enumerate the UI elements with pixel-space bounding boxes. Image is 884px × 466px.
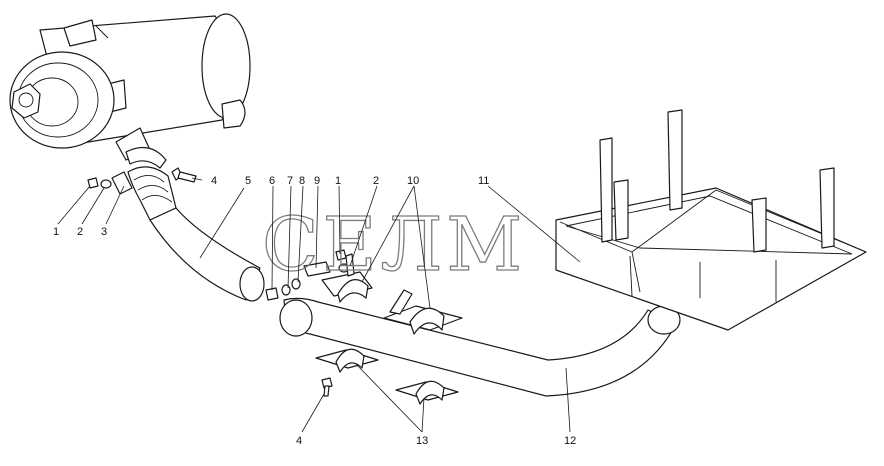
callout-4-bottom: 4 (296, 435, 302, 447)
callout-6: 6 (269, 175, 275, 187)
callout-9: 9 (314, 175, 320, 187)
bracket-13-right (395, 380, 459, 405)
callout-11: 11 (478, 175, 489, 187)
callout-8: 8 (299, 175, 305, 187)
clamp-3 (111, 146, 167, 195)
callout-10: 10 (407, 175, 419, 187)
callouts: 1 2 3 4 5 6 7 8 9 1 2 10 11 12 13 4 (53, 175, 576, 447)
callout-1-mid: 1 (335, 175, 341, 187)
callout-5: 5 (245, 175, 251, 187)
callout-1-left: 1 (53, 226, 59, 238)
heat-shield-11 (555, 109, 867, 331)
bolt-4-top (171, 167, 197, 183)
leader-lines (57, 177, 581, 433)
nut-6 (265, 287, 279, 301)
callout-12: 12 (564, 435, 576, 447)
callout-4-top: 4 (211, 175, 217, 187)
callout-3: 3 (101, 226, 107, 238)
exhaust-pipe-12 (279, 297, 681, 397)
muffler-end-cap (9, 51, 115, 149)
watermark: СЕЛМ (262, 202, 526, 288)
washer-2-top (100, 179, 112, 189)
bracket-9 (303, 261, 331, 277)
flex-hose-5 (127, 166, 265, 302)
bracket-13-left (315, 348, 379, 373)
callout-2-left: 2 (77, 226, 83, 238)
callout-13: 13 (416, 435, 428, 447)
bolt-4-bottom (321, 377, 333, 397)
bracket-10-right (383, 289, 463, 335)
callout-7: 7 (287, 175, 293, 187)
callout-2-mid: 2 (373, 175, 379, 187)
nut-1-top (87, 177, 99, 189)
